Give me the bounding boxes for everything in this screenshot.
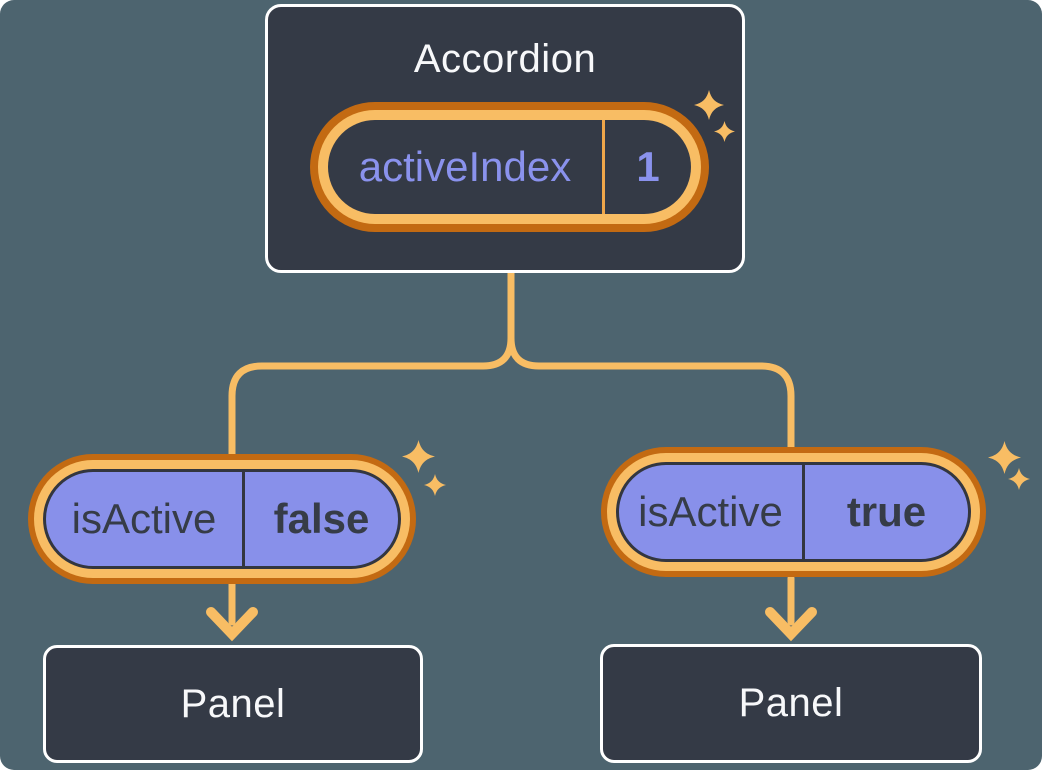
state-pill-label: activeIndex	[358, 143, 572, 190]
state-pill: activeIndex 1	[310, 102, 709, 232]
panel-component-box: Panel	[43, 645, 423, 763]
prop-pill-value: true	[846, 488, 927, 535]
accordion-title: Accordion	[413, 37, 597, 81]
connector-branch-right	[507, 267, 795, 458]
sparkle-icon	[694, 90, 724, 120]
prop-pill-divider	[242, 472, 245, 566]
state-pill-value: 1	[636, 143, 660, 190]
prop-pill-value: false	[273, 495, 370, 542]
panel-component-box: Panel	[600, 644, 982, 763]
prop-pill-divider	[802, 465, 805, 559]
prop-pill-isactive-false: isActive false	[28, 454, 416, 584]
accordion-component-box: Accordion activeIndex 1	[265, 4, 745, 273]
prop-pill-ring: isActive true	[607, 453, 980, 571]
sparkle-icon	[402, 440, 435, 473]
connector-branch-left	[228, 267, 515, 464]
state-pill-ring: activeIndex 1	[318, 110, 701, 224]
prop-pill-isactive-true: isActive true	[601, 447, 986, 577]
state-pill-divider	[602, 120, 605, 214]
arrow-left-head-icon	[206, 607, 258, 642]
prop-pill-body: isActive true	[616, 462, 971, 562]
arrow-right-head-icon	[765, 607, 817, 642]
sparkle-icon	[1008, 468, 1030, 490]
sparkle-icon	[714, 121, 735, 142]
state-pill-body: activeIndex 1	[328, 120, 691, 214]
prop-pill-ring: isActive false	[34, 460, 410, 578]
prop-pill-body: isActive false	[43, 469, 401, 569]
prop-pill-label: isActive	[638, 488, 783, 535]
sparkle-icon	[988, 441, 1021, 474]
sparkle-icon	[424, 474, 446, 496]
prop-pill-label: isActive	[71, 495, 217, 542]
